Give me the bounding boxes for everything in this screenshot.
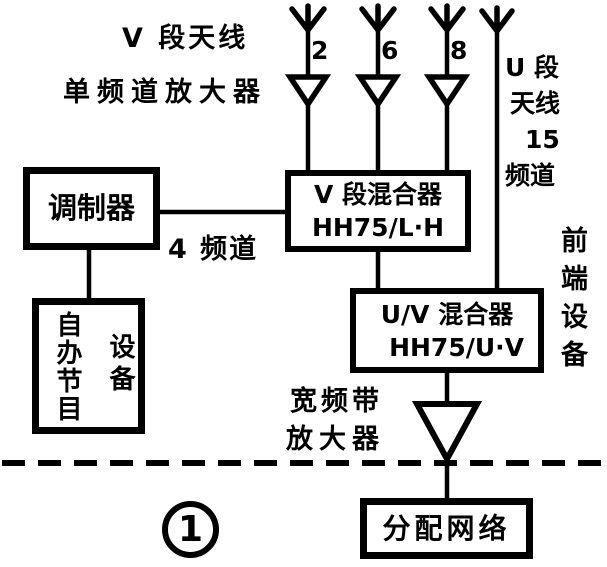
uv-mixer-model: HH75/U·V	[389, 332, 524, 362]
figure-number-marker: 1	[162, 501, 219, 558]
broadband-amplifier-label: 宽频带 放大器	[286, 383, 385, 459]
channel-6-label: 6	[381, 36, 399, 65]
uv-mixer-name: U/V 混合器	[380, 299, 514, 329]
u-band-antenna-label: U 段 天线 15 频道	[505, 50, 560, 194]
channel-8-label: 8	[450, 36, 468, 65]
single-channel-amplifier-label: 单频道放大器	[63, 77, 267, 108]
antenna-icon	[428, 3, 466, 81]
distribution-network-label: 分配网络	[382, 512, 511, 545]
v-mixer-name: V 段混合器	[313, 180, 443, 209]
equipment-label: 设备	[105, 333, 135, 397]
broadband-line-2: 放大器	[286, 424, 385, 455]
u-band-line-2: 天线	[510, 89, 561, 118]
distribution-network-box: 分配网络	[360, 498, 533, 559]
u-band-line-1: U 段	[505, 53, 560, 82]
antenna-icon	[289, 3, 327, 81]
v-band-mixer-box: V 段混合器 HH75/L·H	[285, 170, 471, 252]
local-program-equipment-box: 自办节目 设备	[32, 298, 145, 434]
front-end-equipment-label: 前端设备	[556, 226, 587, 378]
antenna-icon	[359, 3, 397, 81]
broadband-line-1: 宽频带	[290, 386, 383, 417]
channel-2-label: 2	[311, 36, 329, 65]
v-band-antenna-label: V 段天线	[122, 23, 249, 54]
amplifier-icon	[423, 74, 471, 173]
u-band-line-4: 频道	[505, 161, 556, 190]
amplifier-icon	[354, 74, 402, 173]
v-mixer-model: HH75/L·H	[311, 213, 445, 242]
modulator-box: 调制器	[23, 167, 160, 250]
amplifier-icon	[284, 74, 332, 173]
modulator-label: 调制器	[47, 191, 135, 225]
u-band-line-3: 15	[525, 125, 560, 154]
local-program-label: 自办节目	[52, 311, 82, 423]
broadband-amplifier-icon	[411, 401, 483, 466]
uv-mixer-box: U/V 混合器 HH75/U·V	[350, 288, 544, 373]
channel-4-label: 4 频道	[168, 234, 259, 265]
antenna-icon	[479, 5, 515, 294]
